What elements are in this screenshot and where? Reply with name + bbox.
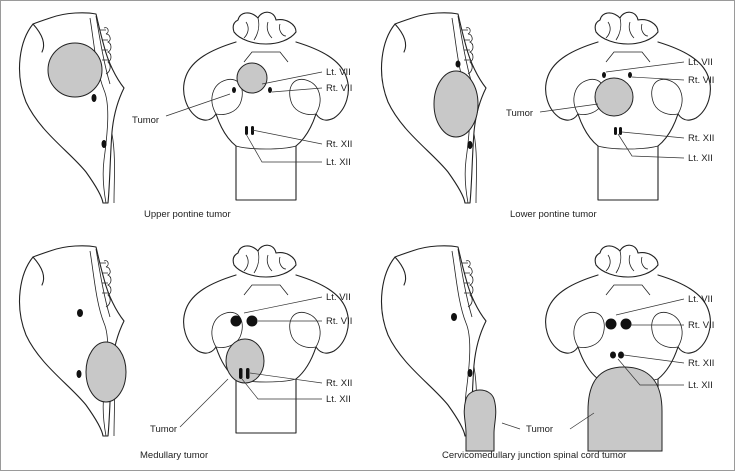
lt-xii-nucleus <box>251 126 254 135</box>
caption: Lower pontine tumor <box>510 209 597 220</box>
label-lt-xii: Lt. XII <box>326 394 351 405</box>
rt-vii-nucleus <box>628 72 632 78</box>
rt-vii-nucleus <box>246 315 258 327</box>
label-tumor: Tumor <box>150 424 177 435</box>
label-lt-vii: Lt. VII <box>688 294 713 305</box>
dorsal-brainstem <box>545 244 711 452</box>
tumor-mass <box>85 341 127 403</box>
nucleus-vii-sagittal <box>455 60 461 68</box>
dorsal-brainstem <box>545 11 711 201</box>
label-lt-xii: Lt. XII <box>688 153 713 164</box>
label-lt-vii: Lt. VII <box>688 57 713 68</box>
label-lt-xii: Lt. XII <box>326 157 351 168</box>
tumor-mass <box>433 70 479 138</box>
lt-xii-nucleus <box>246 368 250 379</box>
rt-vii-nucleus <box>268 87 272 93</box>
label-rt-xii: Rt. XII <box>326 139 352 150</box>
tumor-mass <box>47 42 103 98</box>
tumor-mass <box>463 389 497 452</box>
lt-vii-nucleus <box>605 318 617 330</box>
nucleus-xii-sagittal <box>101 140 107 148</box>
label-rt-vii: Rt. VII <box>688 75 714 86</box>
label-rt-vii: Rt. VII <box>326 83 352 94</box>
caption: Upper pontine tumor <box>144 209 231 220</box>
nucleus-xii-sagittal <box>76 370 82 378</box>
lt-vii-nucleus <box>230 315 242 327</box>
panel-lower-pontine: Lt. VII Rt. VII Rt. XII Lt. XII Tumor Lo… <box>380 11 714 220</box>
dorsal-brainstem <box>183 11 349 201</box>
tumor-mass <box>587 366 663 452</box>
label-rt-vii: Rt. VII <box>688 320 714 331</box>
tumor-mass <box>594 77 634 117</box>
nucleus-xii-sagittal <box>467 141 473 149</box>
label-tumor: Tumor <box>132 115 159 126</box>
label-rt-xii: Rt. XII <box>688 358 714 369</box>
label-tumor: Tumor <box>506 108 533 119</box>
sagittal-brainstem <box>18 12 125 204</box>
label-rt-xii: Rt. XII <box>688 133 714 144</box>
label-rt-xii: Rt. XII <box>326 378 352 389</box>
lt-xii-nucleus <box>618 351 624 359</box>
tumor-mass <box>236 62 268 94</box>
rt-vii-nucleus <box>620 318 632 330</box>
label-lt-vii: Lt. VII <box>326 292 351 303</box>
panel-upper-pontine: Lt. VII Rt. VII Rt. XII Lt. XII Tumor Up… <box>18 11 352 220</box>
label-lt-xii: Lt. XII <box>688 380 713 391</box>
nucleus-vii-sagittal <box>77 309 83 317</box>
label-rt-vii: Rt. VII <box>326 316 352 327</box>
panel-cervicomedullary: Lt. VII Rt. VII Rt. XII Lt. XII Tumor Ce… <box>380 244 714 461</box>
rt-xii-nucleus <box>610 351 616 359</box>
rt-xii-nucleus <box>614 127 617 135</box>
lt-xii-nucleus <box>619 127 622 135</box>
sagittal-brainstem <box>18 245 127 437</box>
tumor-mass <box>225 338 265 384</box>
caption: Cervicomedullary junction spinal cord tu… <box>442 450 626 461</box>
sagittal-brainstem <box>380 12 487 204</box>
nucleus-xii-sagittal <box>467 369 473 377</box>
dorsal-brainstem <box>183 244 349 434</box>
sagittal-brainstem <box>380 245 497 452</box>
nucleus-vii-sagittal <box>91 94 97 102</box>
nucleus-vii-sagittal <box>451 313 457 321</box>
panel-medullary: Lt. VII Rt. VII Rt. XII Lt. XII Tumor Me… <box>18 244 352 461</box>
caption: Medullary tumor <box>140 450 208 461</box>
label-lt-vii: Lt. VII <box>326 67 351 78</box>
lt-vii-nucleus <box>602 72 606 78</box>
rt-xii-nucleus <box>245 126 248 135</box>
label-tumor: Tumor <box>526 424 553 435</box>
lt-vii-nucleus <box>232 87 236 93</box>
rt-xii-nucleus <box>239 368 243 379</box>
